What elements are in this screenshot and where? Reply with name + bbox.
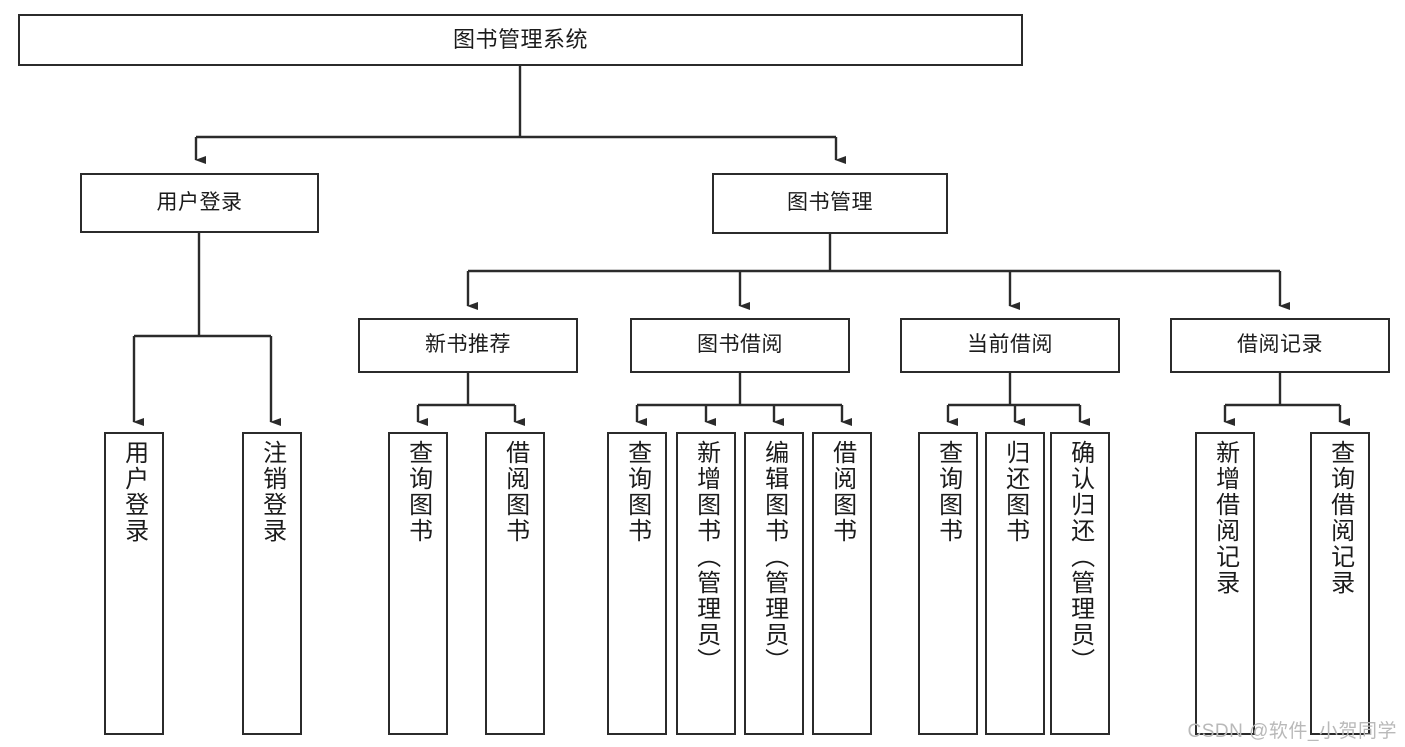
node-root-book-management-system[interactable]: 图书管理系统 [18, 14, 1023, 66]
node-new-book-recommend[interactable]: 新书推荐 [358, 318, 578, 373]
leaf-records-query-record[interactable]: 查询借阅记录 [1310, 432, 1370, 735]
leaf-user-login-signin[interactable]: 用户登录 [104, 432, 164, 735]
node-label: 新书推荐 [425, 333, 511, 357]
node-current-borrow[interactable]: 当前借阅 [900, 318, 1120, 373]
node-borrow-records[interactable]: 借阅记录 [1170, 318, 1390, 373]
node-label: 新增图书（管理员） [692, 440, 720, 674]
leaf-user-login-logout[interactable]: 注销登录 [242, 432, 302, 735]
node-label: 注销登录 [258, 440, 286, 544]
node-label: 查询图书 [934, 440, 962, 544]
leaf-borrow-add-book-admin[interactable]: 新增图书（管理员） [676, 432, 736, 735]
leaf-borrow-borrow-book[interactable]: 借阅图书 [812, 432, 872, 735]
node-book-management[interactable]: 图书管理 [712, 173, 948, 234]
node-label: 新增借阅记录 [1211, 440, 1239, 596]
leaf-recommend-borrow-book[interactable]: 借阅图书 [485, 432, 545, 735]
node-label: 编辑图书（管理员） [760, 440, 788, 674]
node-label: 图书管理系统 [452, 27, 588, 53]
node-user-login[interactable]: 用户登录 [80, 173, 319, 233]
node-label: 确认归还（管理员） [1066, 440, 1094, 674]
node-label: 查询借阅记录 [1326, 440, 1354, 596]
node-label: 归还图书 [1001, 440, 1029, 544]
node-label: 用户登录 [156, 190, 243, 214]
leaf-records-add-record[interactable]: 新增借阅记录 [1195, 432, 1255, 735]
leaf-borrow-edit-book-admin[interactable]: 编辑图书（管理员） [744, 432, 804, 735]
leaf-borrow-query-book[interactable]: 查询图书 [607, 432, 667, 735]
node-label: 当前借阅 [967, 333, 1053, 357]
watermark: CSDN @软件_小贺同学 [1187, 721, 1397, 742]
node-label: 查询图书 [623, 440, 651, 544]
leaf-recommend-query-book[interactable]: 查询图书 [388, 432, 448, 735]
node-label: 图书借阅 [697, 333, 783, 357]
node-label: 查询图书 [404, 440, 432, 544]
node-label: 图书管理 [787, 191, 873, 215]
leaf-current-confirm-return-admin[interactable]: 确认归还（管理员） [1050, 432, 1110, 735]
leaf-current-query-book[interactable]: 查询图书 [918, 432, 978, 735]
node-label: 借阅图书 [828, 440, 856, 544]
node-label: 用户登录 [120, 440, 148, 544]
node-book-borrow[interactable]: 图书借阅 [630, 318, 850, 373]
node-label: 借阅图书 [501, 440, 529, 544]
leaf-current-return-book[interactable]: 归还图书 [985, 432, 1045, 735]
node-label: 借阅记录 [1237, 333, 1323, 357]
